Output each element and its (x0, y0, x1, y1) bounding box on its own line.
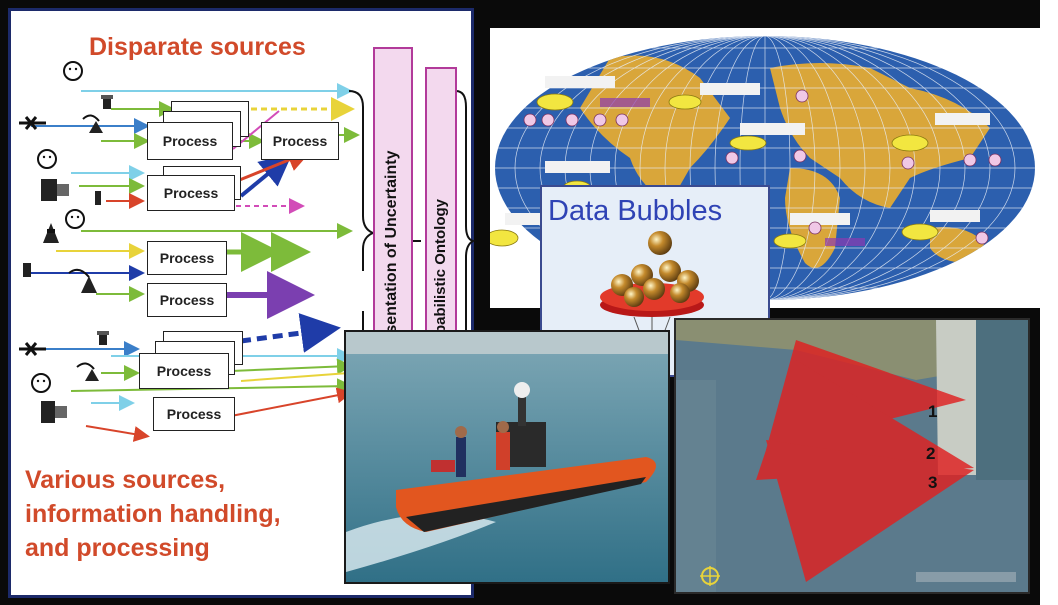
boat-photo-panel (344, 330, 670, 584)
sensor-icon (23, 263, 31, 277)
bottom-line-1: Various sources, (25, 466, 226, 494)
bottom-line-3: and processing (25, 534, 210, 562)
source-icons (19, 61, 113, 423)
person-face-icon (63, 61, 83, 81)
sensor-icon (97, 331, 109, 345)
bottom-line-2: information handling, (25, 500, 281, 528)
camera-icon (41, 401, 67, 423)
pink-markers (523, 89, 1002, 245)
data-bubbles-title: Data Bubbles (548, 195, 723, 227)
radar-dish-icon (82, 114, 103, 133)
process-box: Process (147, 241, 227, 275)
sources-diagram-panel: Disparate sources (8, 8, 476, 598)
process-box: Process (153, 397, 235, 431)
sensor-icon (95, 191, 101, 205)
radar-dish-icon (68, 268, 97, 293)
sector-number-3: 3 (928, 473, 938, 492)
person-face-icon (37, 149, 57, 169)
process-box: Process (147, 122, 233, 160)
right-margin (1040, 0, 1058, 605)
sensor-coverage-sectors (756, 340, 974, 582)
camera-icon (41, 179, 69, 201)
satellite-panel: 1 2 3 (674, 318, 1030, 594)
aircraft-icon (19, 342, 46, 356)
various-sources-text: Various sources, information handling, a… (25, 463, 281, 565)
map-region-labels (505, 76, 990, 225)
sensor-icon (101, 95, 113, 109)
disparate-sources-heading: Disparate sources (89, 33, 306, 61)
boat-photo (346, 332, 668, 582)
process-box: Process (147, 175, 235, 211)
satellite-image (676, 320, 1028, 592)
sector-number-2: 2 (926, 444, 936, 463)
sector-number-1: 1 (928, 402, 938, 421)
process-box: Process (147, 283, 227, 317)
antenna-tower-icon (43, 223, 59, 243)
yellow-markers (490, 93, 939, 249)
process-box: Process (261, 122, 339, 160)
aircraft-icon (19, 116, 46, 130)
person-face-icon (65, 209, 85, 229)
person-face-icon (31, 373, 51, 393)
process-box: Process (139, 353, 229, 389)
radar-dish-icon (76, 362, 99, 381)
buoy-illustration (600, 231, 704, 366)
